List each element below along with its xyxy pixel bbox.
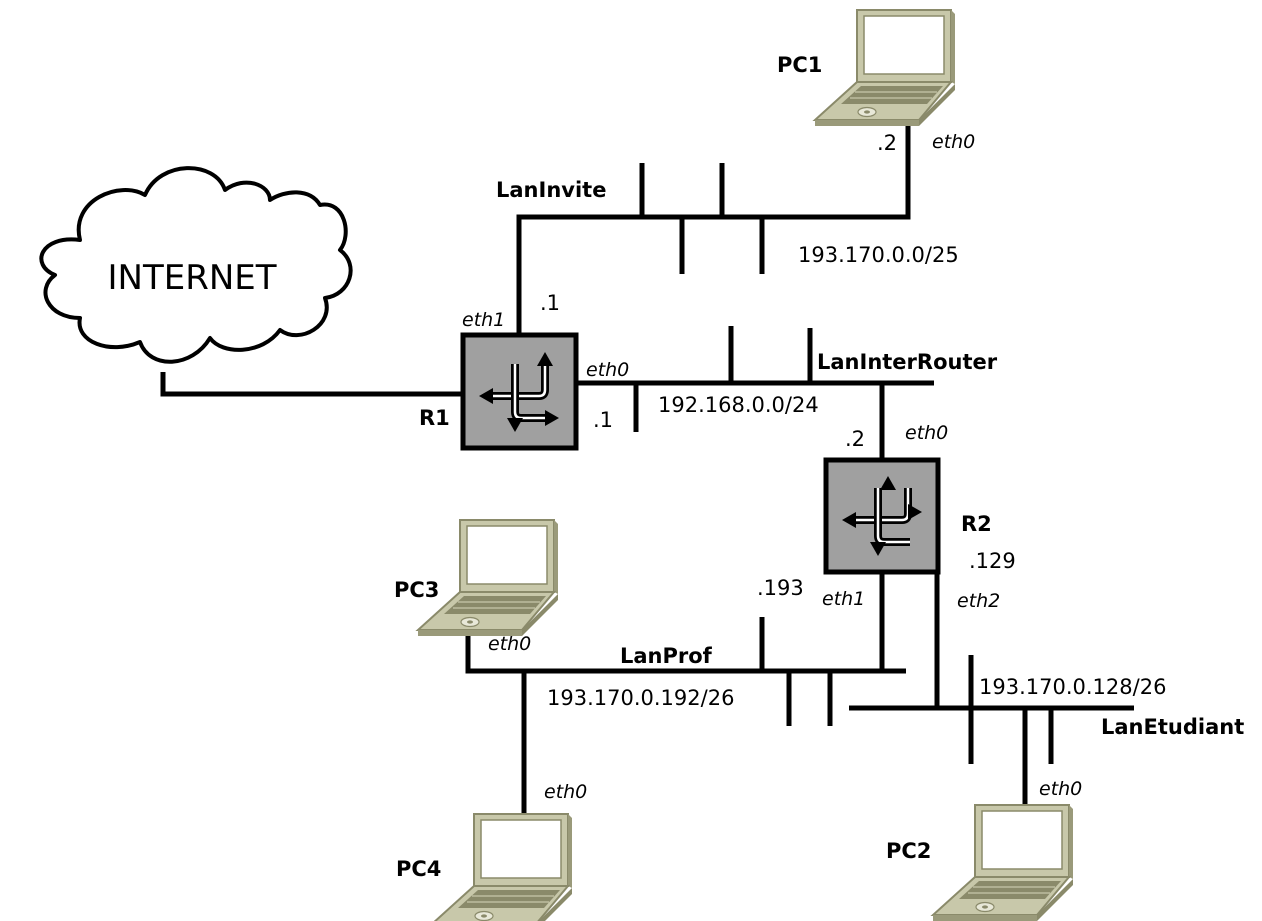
pc1-eth0-host: .2	[877, 131, 897, 155]
laptop-pc1-icon[interactable]	[814, 9, 956, 127]
r2-eth0-host: .2	[845, 427, 865, 451]
pc2-eth0-label: eth0	[1039, 778, 1082, 800]
r1-eth1-label: eth1	[462, 309, 505, 331]
pc2-label: PC2	[886, 839, 931, 863]
pc3-eth0-label: eth0	[488, 633, 531, 655]
lan-invite-name: LanInvite	[496, 178, 606, 202]
r2-eth2-label: eth2	[957, 590, 1000, 612]
r2-eth0-label: eth0	[905, 422, 948, 444]
lan-inter-router-name: LanInterRouter	[817, 350, 998, 374]
lan-invite-subnet: 193.170.0.0/25	[798, 243, 959, 267]
router-arrows-icon	[479, 352, 559, 432]
pc4-eth0-label: eth0	[544, 781, 587, 803]
lan-prof-subnet: 193.170.0.192/26	[547, 686, 734, 710]
lan-inter-router-subnet: 192.168.0.0/24	[658, 393, 819, 417]
lan-etudiant-subnet: 193.170.0.128/26	[979, 675, 1166, 699]
internet-label: INTERNET	[107, 258, 276, 298]
router-r2-label: R2	[961, 512, 992, 536]
lan-invite-bus	[516, 122, 911, 336]
pc1-eth0-label: eth0	[932, 131, 975, 153]
pc3-label: PC3	[394, 578, 439, 602]
r2-eth1-label: eth1	[822, 588, 865, 610]
router-r1-label: R1	[419, 406, 450, 430]
r2-eth1-host: .193	[757, 576, 804, 600]
internet-cloud: INTERNET	[39, 166, 353, 364]
router-r2[interactable]	[823, 457, 941, 575]
pc4-label: PC4	[396, 857, 441, 881]
r2-eth2-host: .129	[969, 549, 1016, 573]
wire-internet-r1	[160, 372, 464, 397]
r1-eth1-host: .1	[540, 291, 560, 315]
router-r1[interactable]	[460, 332, 579, 451]
pc1-label: PC1	[777, 53, 822, 77]
router-arrows-icon	[842, 476, 922, 556]
laptop-pc4-icon[interactable]	[431, 813, 573, 921]
r1-eth0-label: eth0	[586, 359, 629, 381]
lan-etudiant-name: LanEtudiant	[1101, 715, 1244, 739]
laptop-pc2-icon[interactable]	[932, 804, 1074, 921]
r1-eth0-host: .1	[593, 408, 613, 432]
lan-prof-name: LanProf	[620, 644, 713, 668]
